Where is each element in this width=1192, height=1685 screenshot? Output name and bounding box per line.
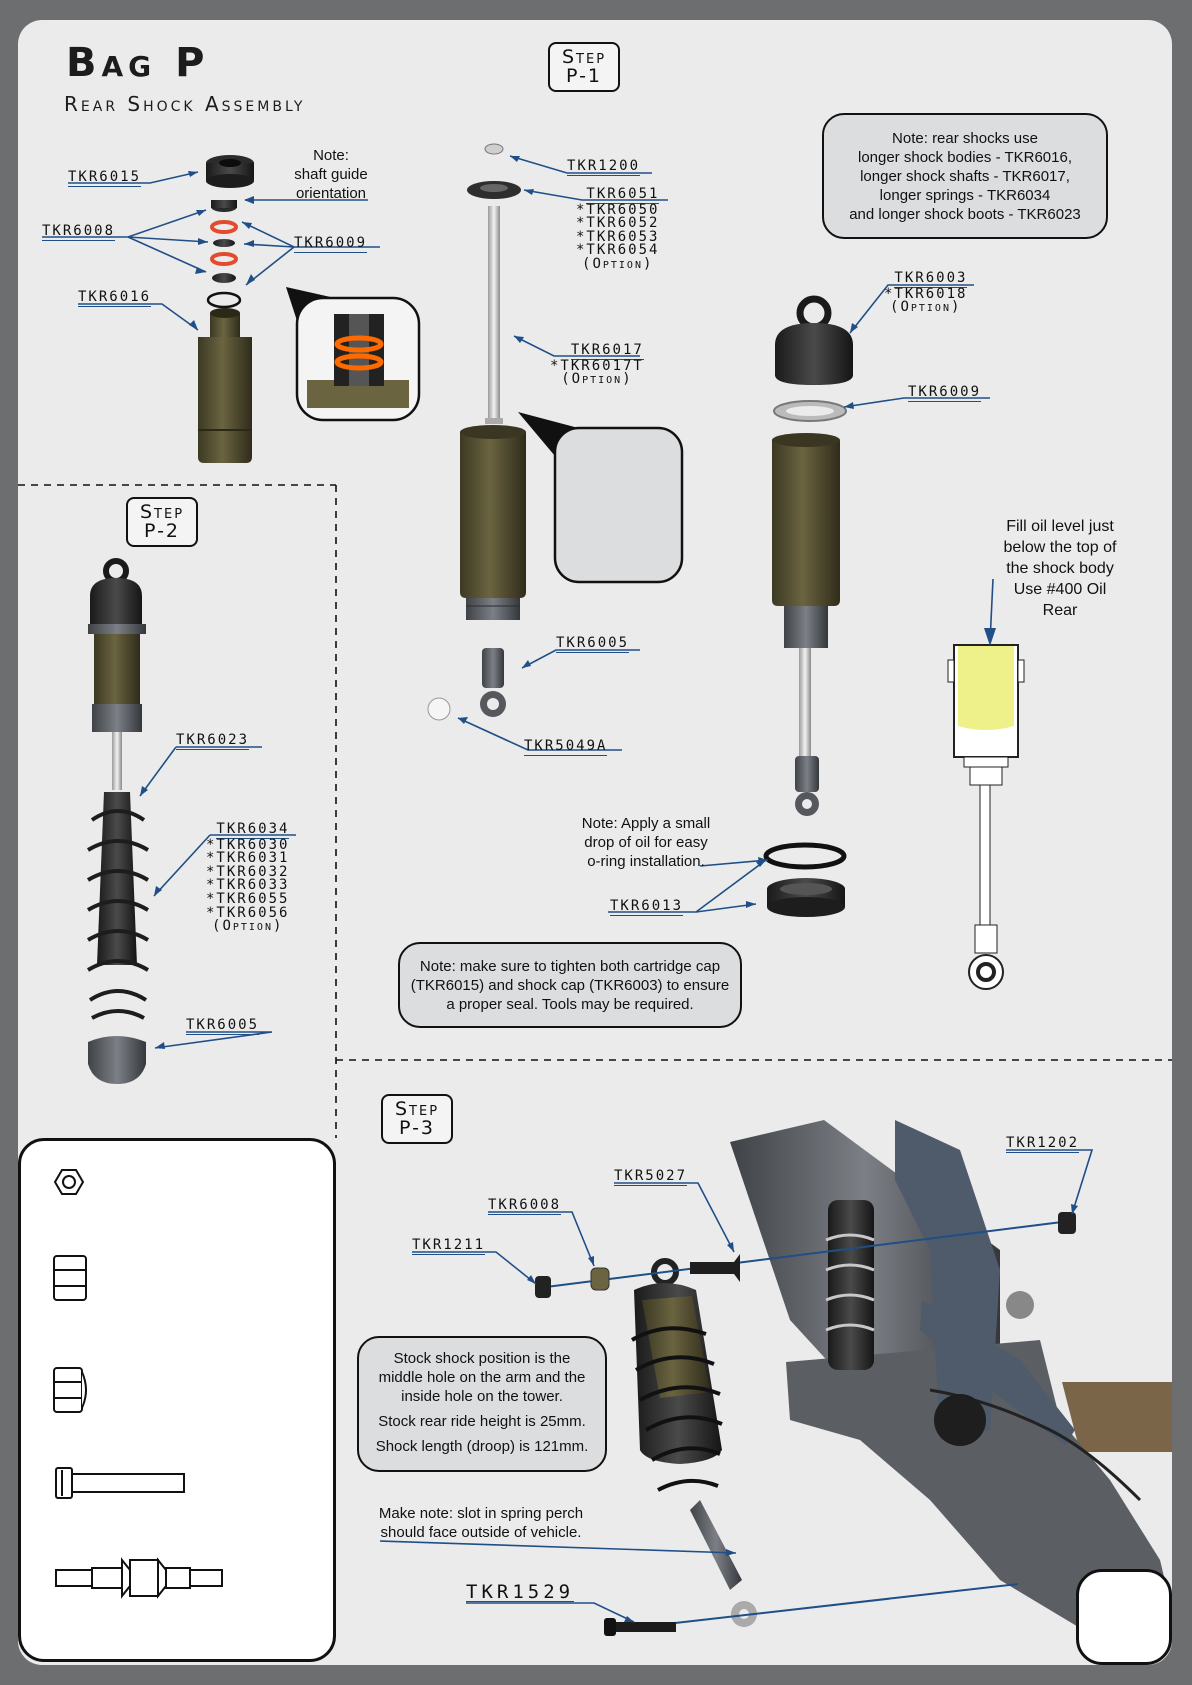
part-label-tkr6008: TKR6008 (42, 223, 116, 241)
leader-arrowheads (140, 156, 1078, 1622)
part-label-tkr1202: TKR1202 (1006, 1135, 1080, 1153)
oil-level-callout (518, 412, 684, 584)
page-number-box (1076, 1569, 1172, 1665)
section-dividers (18, 484, 1172, 1138)
shock-p3 (630, 1258, 757, 1627)
part-label-tkr6009: TKR6009 (294, 235, 368, 253)
rear-chassis-assembly (730, 1120, 1172, 1640)
locknut-side-icon (53, 1367, 87, 1413)
part-label-tkr6005: TKR6005 (556, 635, 630, 653)
part-label-tkr6051-group: TKR6051 *TKR6050*TKR6052*TKR6053*TKR6054… (576, 186, 660, 272)
part-label-tkr6016: TKR6016 (78, 289, 152, 307)
part-label-tkr6013: TKR6013 (610, 898, 684, 916)
full-shock-p2 (86, 558, 150, 1084)
part-label-tkr6017-group: TKR6017*TKR6017T (Option) (550, 342, 644, 388)
oil-fill-diagram (947, 578, 1025, 990)
shock-body-2 (460, 425, 526, 620)
part-label-tkr6015: TKR6015 (68, 169, 142, 187)
p3-hardware (535, 1212, 1076, 1636)
part-label-tkr1211: TKR1211 (412, 1237, 486, 1255)
shock-spacer-ring (773, 400, 847, 422)
shaft-guide-detail-callout (286, 287, 421, 422)
part-label-tkr6008-p3: TKR6008 (488, 1197, 562, 1215)
part-label-tkr5027: TKR5027 (614, 1168, 688, 1186)
shock-body-3 (772, 433, 840, 816)
tighten-caps-note: Note: make sure to tighten both cartridg… (398, 942, 742, 1028)
part-label-tkr6023: TKR6023 (176, 732, 250, 750)
screw-icon (55, 1467, 185, 1499)
nut-side-icon (53, 1255, 87, 1301)
part-label-tkr1529: TKR1529 (466, 1581, 575, 1603)
shock-body-1 (198, 308, 252, 463)
lower-cap-oring (763, 842, 847, 870)
part-label-tkr6009-right: TKR6009 (908, 384, 982, 402)
upper-shock-cap (467, 181, 521, 199)
lower-cap (767, 878, 845, 917)
rod-end (480, 648, 506, 717)
part-label-tkr6003-group: TKR6003*TKR6018 (Option) (884, 270, 968, 316)
part-label-tkr1200: TKR1200 (567, 158, 641, 176)
shaft-nut (484, 143, 504, 155)
shock-cap (775, 295, 853, 385)
part-label-tkr6005-p2: TKR6005 (186, 1017, 260, 1035)
shock-shaft (485, 206, 503, 424)
part-label-tkr5049a: TKR5049A (524, 738, 608, 756)
bag-title: Bag P (66, 40, 210, 86)
shock-stud-icon (55, 1557, 223, 1599)
pivot-ball (427, 697, 451, 721)
hex-nut-icon (53, 1169, 85, 1195)
bag-subtitle: Rear Shock Assembly (64, 92, 306, 116)
cartridge-spacers (206, 200, 242, 309)
part-label-tkr6034-group: TKR6034 *TKR6030*TKR6031*TKR6032*TKR6033… (206, 821, 290, 935)
leader-lines (42, 155, 1094, 1623)
cartridge-cap (206, 155, 254, 188)
